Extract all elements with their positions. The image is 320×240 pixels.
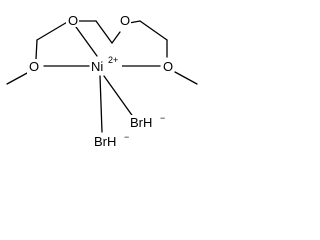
bond-o-right-methyl — [174, 71, 198, 85]
bond-o-left-methyl — [6, 71, 30, 85]
bond-o-top-left-ni — [75, 26, 98, 57]
bromide-right-charge-label: − — [160, 113, 165, 123]
nickel-charge-label: 2+ — [108, 55, 118, 65]
chemical-structure: O O O O Ni 2+ BrH − BrH − — [6, 12, 198, 150]
bond-ni-br-right — [103, 75, 135, 119]
bond-c5-c6 — [139, 20, 168, 41]
bromide-right-label: BrH — [130, 115, 152, 130]
bond-c4-o-top-right — [111, 31, 121, 44]
oxygen-right-label: O — [163, 59, 173, 74]
oxygen-top-right-label: O — [120, 13, 130, 28]
oxygen-top-left-label: O — [68, 13, 78, 28]
oxygen-left-label: O — [29, 59, 39, 74]
nickel-label: Ni — [91, 59, 103, 74]
bond-c2-o-top-left — [36, 20, 70, 41]
bromide-bottom-charge-label: − — [124, 132, 129, 142]
bromide-bottom-label: BrH — [94, 134, 116, 149]
bond-c3-c4 — [95, 20, 113, 44]
bond-c1-c2 — [35, 39, 38, 60]
bonds — [6, 20, 198, 133]
bond-ni-br-bottom — [99, 75, 103, 133]
atoms: O O O O Ni 2+ BrH − BrH − — [27, 12, 174, 150]
